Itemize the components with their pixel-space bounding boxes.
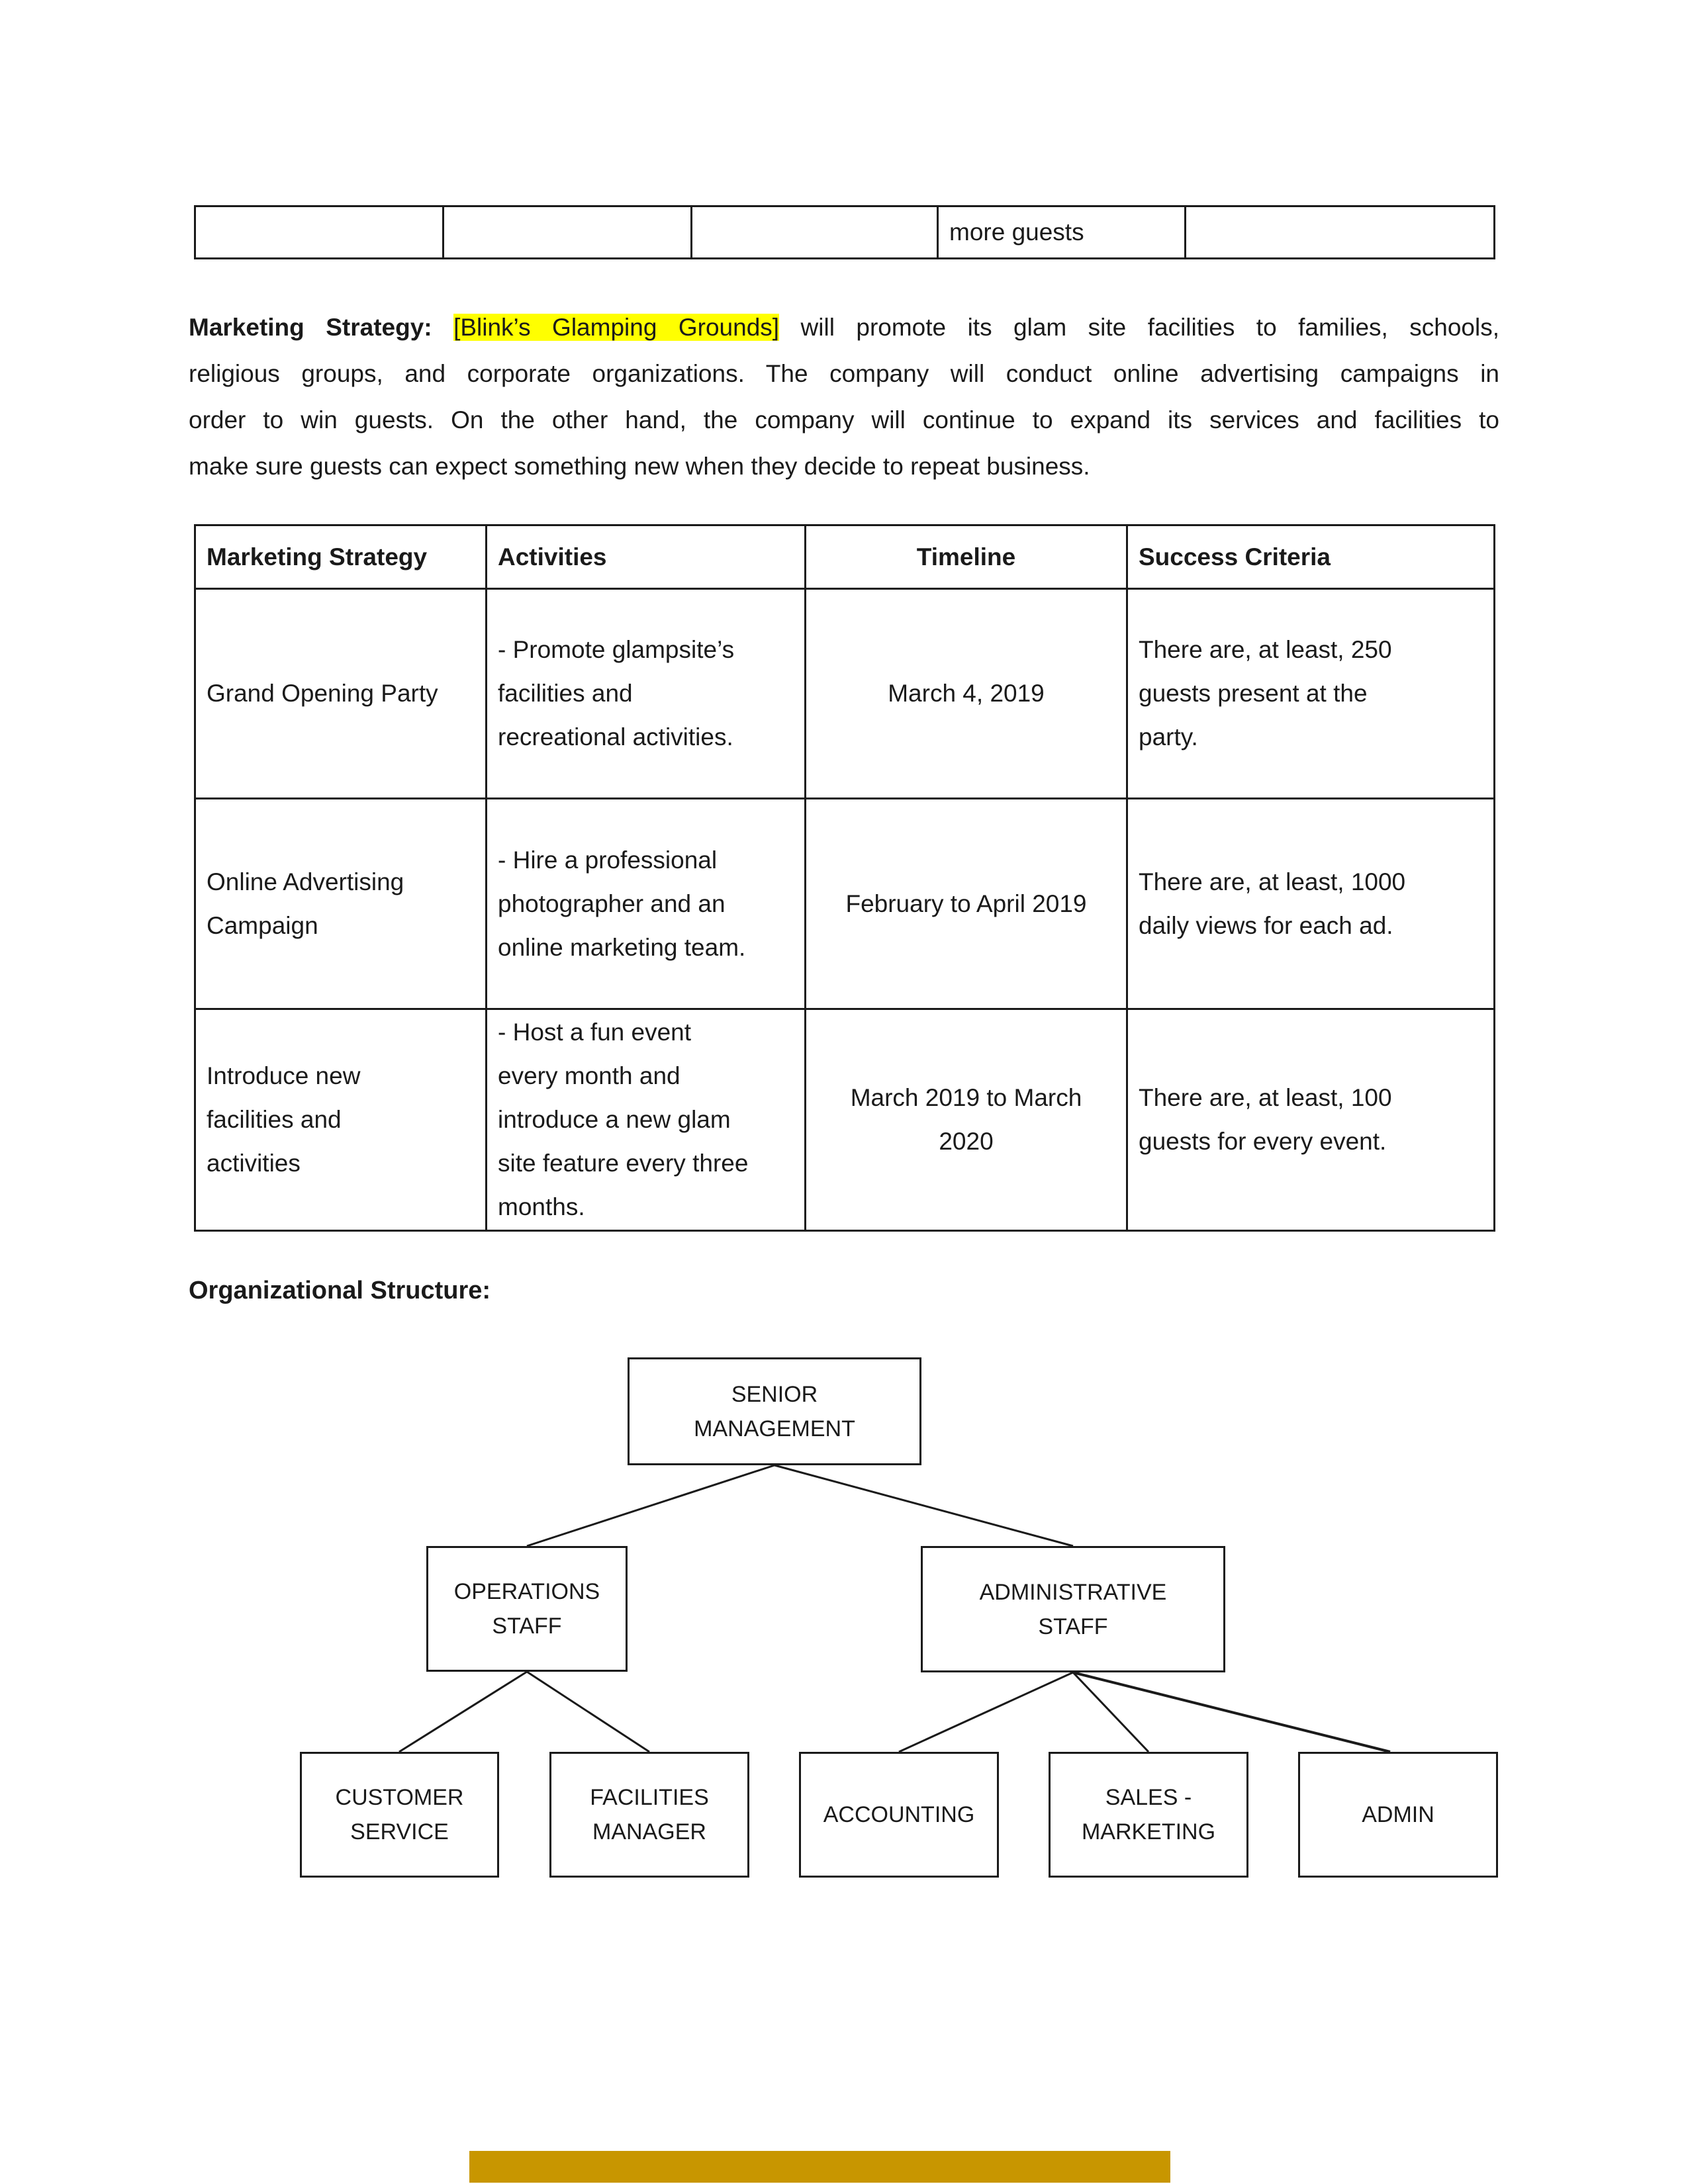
org-connector bbox=[1072, 1671, 1150, 1753]
cell-strategy: Introduce new facilities and activities bbox=[194, 1008, 487, 1232]
top-table-cell bbox=[690, 205, 939, 259]
header-timeline: Timeline bbox=[804, 524, 1128, 590]
top-table-cell bbox=[442, 205, 692, 259]
cell-criteria: There are, at least, 250 guests present … bbox=[1126, 588, 1495, 799]
header-marketing-strategy: Marketing Strategy bbox=[194, 524, 487, 590]
table-row: Online Advertising Campaign - Hire a pro… bbox=[194, 797, 1495, 1010]
org-connector bbox=[526, 1464, 775, 1547]
cell-criteria: There are, at least, 100 guests for ever… bbox=[1126, 1008, 1495, 1232]
marketing-strategy-table: Marketing Strategy Activities Timeline S… bbox=[194, 524, 1495, 1232]
cell-criteria: There are, at least, 1000 daily views fo… bbox=[1126, 797, 1495, 1010]
org-connector bbox=[774, 1464, 1074, 1547]
org-box-admin: ADMIN bbox=[1298, 1752, 1498, 1878]
cell-timeline: February to April 2019 bbox=[804, 797, 1128, 1010]
marketing-strategy-paragraph: Marketing Strategy: [Blink’s Glamping Gr… bbox=[189, 304, 1499, 490]
org-structure-heading: Organizational Structure: bbox=[189, 1277, 491, 1304]
cell-timeline: March 4, 2019 bbox=[804, 588, 1128, 799]
org-connector bbox=[526, 1670, 650, 1753]
org-box-customer-service: CUSTOMER SERVICE bbox=[300, 1752, 499, 1878]
header-activities: Activities bbox=[485, 524, 806, 590]
cell-activities: - Hire a professional photographer and a… bbox=[485, 797, 806, 1010]
paragraph-line-3: order to win guests. On the other hand, … bbox=[189, 406, 1499, 433]
org-chart-connectors bbox=[399, 1464, 1391, 1753]
top-table-cell bbox=[194, 205, 444, 259]
org-box-accounting: ACCOUNTING bbox=[799, 1752, 999, 1878]
org-box-facilities-manager: FACILITIES MANAGER bbox=[549, 1752, 749, 1878]
org-box-administrative-staff: ADMINISTRATIVE STAFF bbox=[921, 1546, 1225, 1672]
paragraph-text: will promote its glam site facilities to… bbox=[800, 314, 1499, 341]
table-row: more guests bbox=[194, 205, 1495, 259]
org-connector bbox=[1072, 1671, 1391, 1753]
table-header-row: Marketing Strategy Activities Timeline S… bbox=[194, 524, 1495, 590]
org-box-senior-management: SENIOR MANAGEMENT bbox=[628, 1357, 921, 1465]
highlighted-company-name: [Blink’s Glamping Grounds] bbox=[453, 314, 780, 341]
paragraph-bold-label: Marketing Strategy: bbox=[189, 314, 432, 341]
top-table-cell-more-guests: more guests bbox=[937, 205, 1186, 259]
cell-strategy: Grand Opening Party bbox=[194, 588, 487, 799]
cell-activities: - Promote glampsite’s facilities and rec… bbox=[485, 588, 806, 799]
paragraph-line-1: Marketing Strategy: [Blink’s Glamping Gr… bbox=[189, 304, 1499, 351]
org-box-operations-staff: OPERATIONS STAFF bbox=[426, 1546, 628, 1672]
cell-activities: - Host a fun event every month and intro… bbox=[485, 1008, 806, 1232]
table-row: Grand Opening Party - Promote glampsite’… bbox=[194, 588, 1495, 799]
cell-strategy: Online Advertising Campaign bbox=[194, 797, 487, 1010]
cell-timeline: March 2019 to March 2020 bbox=[804, 1008, 1128, 1232]
paragraph-line-2: religious groups, and corporate organiza… bbox=[189, 360, 1499, 387]
org-connector bbox=[898, 1671, 1074, 1753]
org-box-sales-marketing: SALES - MARKETING bbox=[1049, 1752, 1248, 1878]
top-table: more guests bbox=[194, 205, 1495, 259]
paragraph-line-4: make sure guests can expect something ne… bbox=[189, 453, 1090, 480]
header-success-criteria: Success Criteria bbox=[1126, 524, 1495, 590]
table-row: Introduce new facilities and activities … bbox=[194, 1008, 1495, 1232]
org-connector bbox=[399, 1670, 528, 1753]
footer-accent-bar bbox=[469, 2151, 1170, 2183]
top-table-cell bbox=[1184, 205, 1495, 259]
